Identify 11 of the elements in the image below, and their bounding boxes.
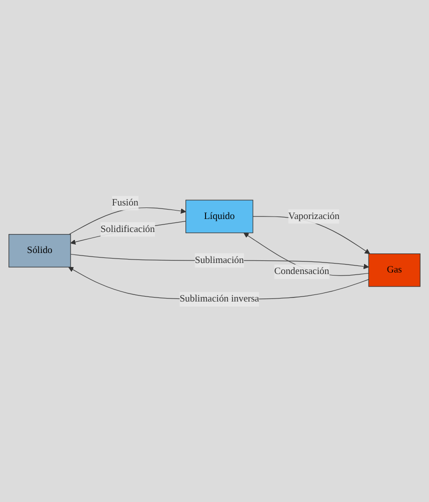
edge-label: Vaporización [288, 210, 340, 222]
edge-label: Sublimación [194, 254, 244, 266]
edge-label: Sublimación inversa [180, 294, 260, 304]
arrow [70, 220, 186, 244]
node-box [368, 253, 420, 287]
node-box [186, 200, 254, 233]
diagram: Fusión Vaporización Sublimación Solidificación Condensación Sublimación inversa Sólido Líquido Gas [4, 190, 425, 312]
edge-label: Fusión [112, 197, 138, 208]
edge-label: Condensación [274, 266, 330, 276]
node-box [8, 234, 71, 268]
edge-label: Solidificación [100, 224, 155, 234]
